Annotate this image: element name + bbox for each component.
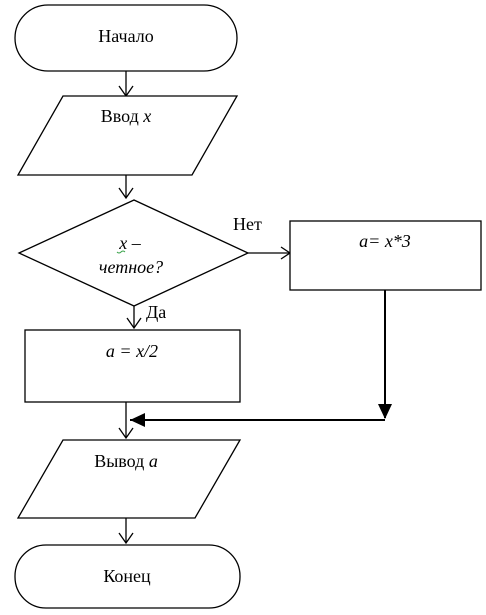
no-label: Нет xyxy=(233,214,262,234)
no-process-var: a xyxy=(359,231,368,251)
yes-label: Да xyxy=(146,302,166,322)
output-var: a xyxy=(149,451,158,471)
yes-process-block: a = x/2 xyxy=(24,329,241,403)
no-process-expr: = x*3 xyxy=(368,231,411,251)
arrow-input-to-decision xyxy=(118,175,134,200)
arrow-start-to-input xyxy=(118,71,134,98)
input-var: x xyxy=(142,106,151,126)
input-block: Ввод x xyxy=(16,95,239,176)
start-terminator: Начало xyxy=(14,4,238,72)
decision-block: x – четное? xyxy=(17,199,250,307)
decision-line1: x – xyxy=(118,233,141,253)
spellcheck-underline xyxy=(116,250,126,254)
no-process-label: a= x*3 xyxy=(359,231,411,251)
arrow-yes-process-down xyxy=(118,402,134,440)
no-process-block: a= x*3 xyxy=(289,220,482,291)
arrow-decision-to-yes-process xyxy=(126,306,142,330)
output-block: Вывод a xyxy=(16,439,242,519)
merge-line xyxy=(130,413,385,427)
yes-process-label: a = x/2 xyxy=(106,341,158,361)
arrow-no-process-down xyxy=(378,290,392,419)
output-label: Вывод a xyxy=(94,451,158,471)
end-label: Конец xyxy=(103,566,151,586)
arrow-decision-to-no-process xyxy=(248,246,292,260)
end-terminator: Конец xyxy=(14,544,241,609)
yes-process-var: a xyxy=(106,341,115,361)
start-label: Начало xyxy=(98,26,153,46)
input-label: Ввод x xyxy=(101,106,152,126)
input-prefix: Ввод xyxy=(101,106,144,126)
yes-process-expr: = x/2 xyxy=(115,341,158,361)
arrow-output-to-end xyxy=(118,518,134,545)
decision-line2: четное? xyxy=(99,257,163,277)
output-prefix: Вывод xyxy=(94,451,149,471)
